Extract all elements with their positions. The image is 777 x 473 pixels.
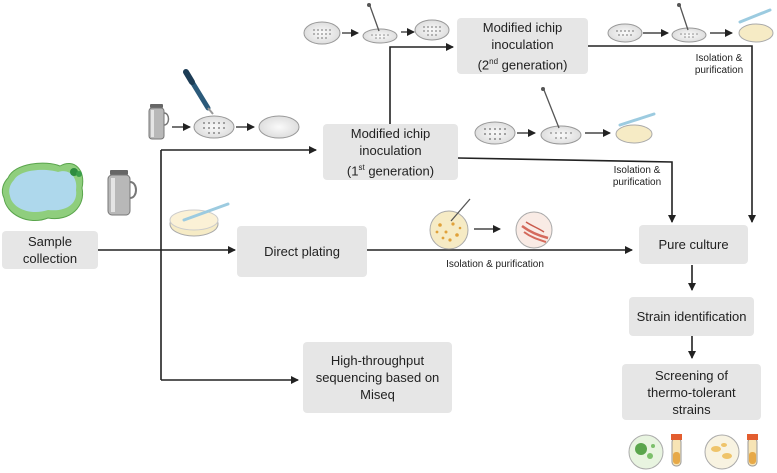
screening-label: Screening of thermo-tolerant strains [647,367,736,417]
hts-label: High-throughput sequencing based on Mise… [315,353,440,402]
ichip-1st-generation-box: Modified ichip inoculation (1st generati… [323,124,458,180]
ichip-plate-icon [414,19,450,41]
isolation-label-middle: Isolation & purification [612,165,662,188]
agar-plate-icon [738,8,774,43]
ichip-plate-icon [362,3,398,44]
thermos-icon-large [107,170,137,216]
ichip-plate-icon [474,121,516,145]
ichip-plates [193,3,774,145]
screening-box: Screening of thermo-tolerant strains [622,364,761,420]
agar-plate-icon [615,112,656,144]
strain-identification-box: Strain identification [629,297,754,336]
direct-plating-label: Direct plating [264,244,340,259]
ichip-1st-line3: generation) [364,163,435,179]
direct-plating-dish-icon [169,202,230,237]
ichip-plate-icon [303,21,341,45]
sample-collection-label: Sample collection [22,234,78,266]
isolation-label-direct: Isolation & purification [446,259,544,270]
ichip-plate-icon [258,115,300,139]
ichip-2nd-generation-label: Modified ichip inoculation (2nd generati… [468,19,578,73]
direct-plating-box: Direct plating [237,226,367,277]
streak-plate-icon [515,211,553,249]
yellow-colony-plate-icon [704,434,740,470]
isolation-label-top: Isolation & purification [694,53,744,76]
ichip-plate-icon [607,23,643,43]
ichip-2nd-superscript: nd [489,56,499,66]
ichip-1st-generation-label: Modified ichip inoculation (1st generati… [336,125,446,179]
pure-culture-label: Pure culture [658,237,729,252]
ichip-2nd-line1: Modified ichip inoculation [482,19,563,52]
strain-identification-label: Strain identification [636,309,747,324]
ichip-plate-icon [193,115,235,139]
culture-tube-icon [671,434,682,467]
ichip-1st-superscript: st [358,162,365,172]
connectors [98,43,756,384]
sample-collection-box: Sample collection [2,231,98,269]
green-colony-plate-icon [628,434,664,470]
ichip-1st-line2: (1 [346,163,359,179]
thermos-icon-small [148,104,170,140]
pipette-icon [183,69,214,115]
colony-plate-icon [429,198,471,250]
ichip-2nd-line3: generation) [498,57,568,73]
ichip-plate-icon [540,87,582,145]
ichip-plate-icon [671,3,707,43]
pure-culture-box: Pure culture [639,225,748,264]
ichip-2nd-line2: (2 [477,57,490,73]
pond-icon [1,162,84,221]
arrow-ichip1-to-pure-culture [457,157,676,223]
ichip-1st-line1: Modified ichip inoculation [350,125,431,158]
ichip-2nd-generation-box: Modified ichip inoculation (2nd generati… [457,18,588,74]
hts-box: High-throughput sequencing based on Mise… [303,342,452,413]
culture-tube-icon [747,434,758,467]
icon-arrows [172,28,733,233]
arrow-ichip2-to-pure-culture [588,45,756,223]
arrow-ichip1-to-ichip2 [389,43,454,125]
